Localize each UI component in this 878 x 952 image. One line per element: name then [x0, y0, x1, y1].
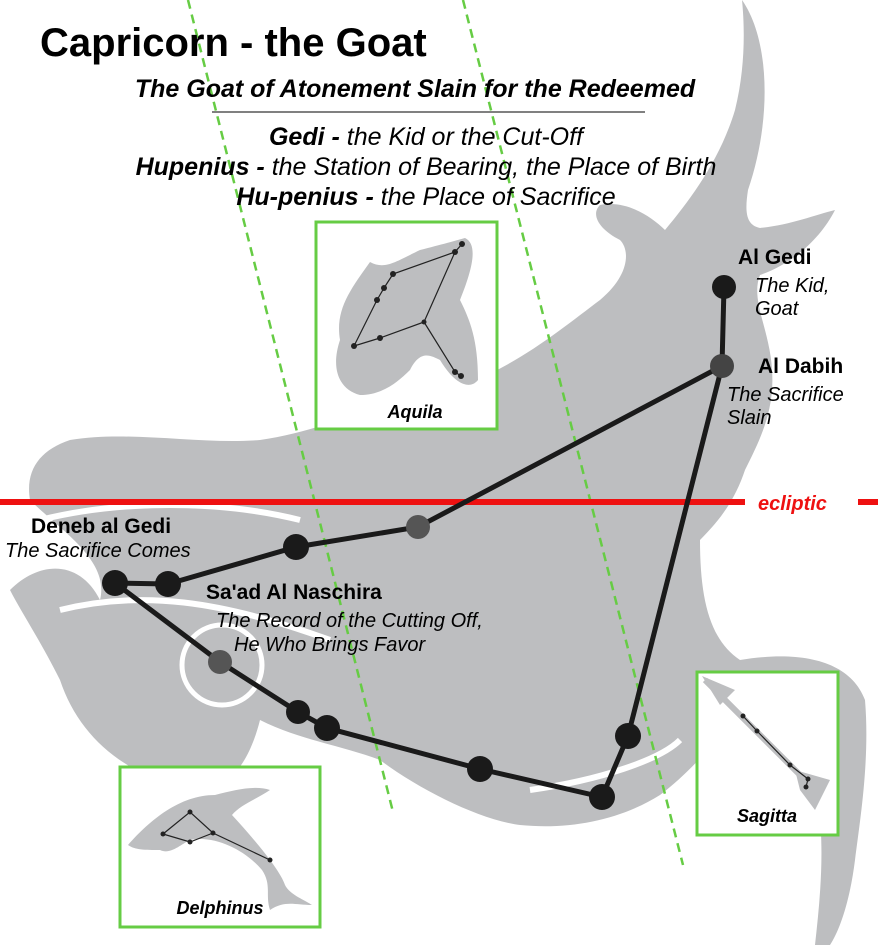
- star-meaning: The Record of the Cutting Off,: [216, 610, 483, 632]
- star: [283, 534, 309, 560]
- star: [208, 650, 232, 674]
- eagle-silhouette: [336, 238, 478, 395]
- star-meaning: Goat: [755, 298, 800, 320]
- star-meaning: The Sacrifice: [727, 384, 844, 406]
- dashed-boundary-left: [186, 0, 395, 813]
- star-label-al-dabih: Al Dabih: [758, 355, 843, 378]
- inset-sagitta: Sagitta: [695, 670, 840, 837]
- star: [286, 700, 310, 724]
- ecliptic-label: ecliptic: [758, 493, 827, 515]
- inset-aquila: Aquila: [314, 220, 499, 431]
- star-meaning: Slain: [727, 407, 771, 429]
- dashed-boundary-right: [461, 0, 685, 866]
- star-meaning: The Sacrifice Comes: [5, 540, 191, 562]
- meaning-line-gedi: Gedi - the Kid or the Cut-Off: [269, 123, 586, 151]
- title: Capricorn - the Goat: [40, 21, 427, 65]
- star: [615, 723, 641, 749]
- inset-label-aquila: Aquila: [386, 402, 442, 422]
- meaning-line-hu-penius: Hu-penius - the Place of Sacrifice: [236, 183, 615, 211]
- star-deneb-al-gedi: [102, 570, 128, 596]
- star-label-deneb-al-gedi: Deneb al Gedi: [31, 515, 171, 538]
- star: [589, 784, 615, 810]
- capricorn-stars: [102, 275, 736, 810]
- subtitle: The Goat of Atonement Slain for the Rede…: [135, 75, 696, 103]
- inset-label-delphinus: Delphinus: [176, 898, 263, 918]
- star-meaning: He Who Brings Favor: [234, 634, 427, 656]
- star-al-dabih: [710, 354, 734, 378]
- goat-silhouette: [10, 0, 867, 945]
- inset-label-sagitta: Sagitta: [737, 806, 797, 826]
- star: [314, 715, 340, 741]
- star: [406, 515, 430, 539]
- star: [467, 756, 493, 782]
- dolphin-silhouette: [128, 787, 312, 910]
- star-al-gedi: [712, 275, 736, 299]
- star-meaning: The Kid,: [755, 275, 829, 297]
- inset-delphinus: Delphinus: [118, 765, 322, 929]
- star-label-al-gedi: Al Gedi: [738, 246, 812, 269]
- star-deneb-al-gedi-2: [155, 571, 181, 597]
- star-label-saad-al-naschira: Sa'ad Al Naschira: [206, 581, 382, 604]
- meaning-line-hupenius: Hupenius - the Station of Bearing, the P…: [136, 153, 717, 181]
